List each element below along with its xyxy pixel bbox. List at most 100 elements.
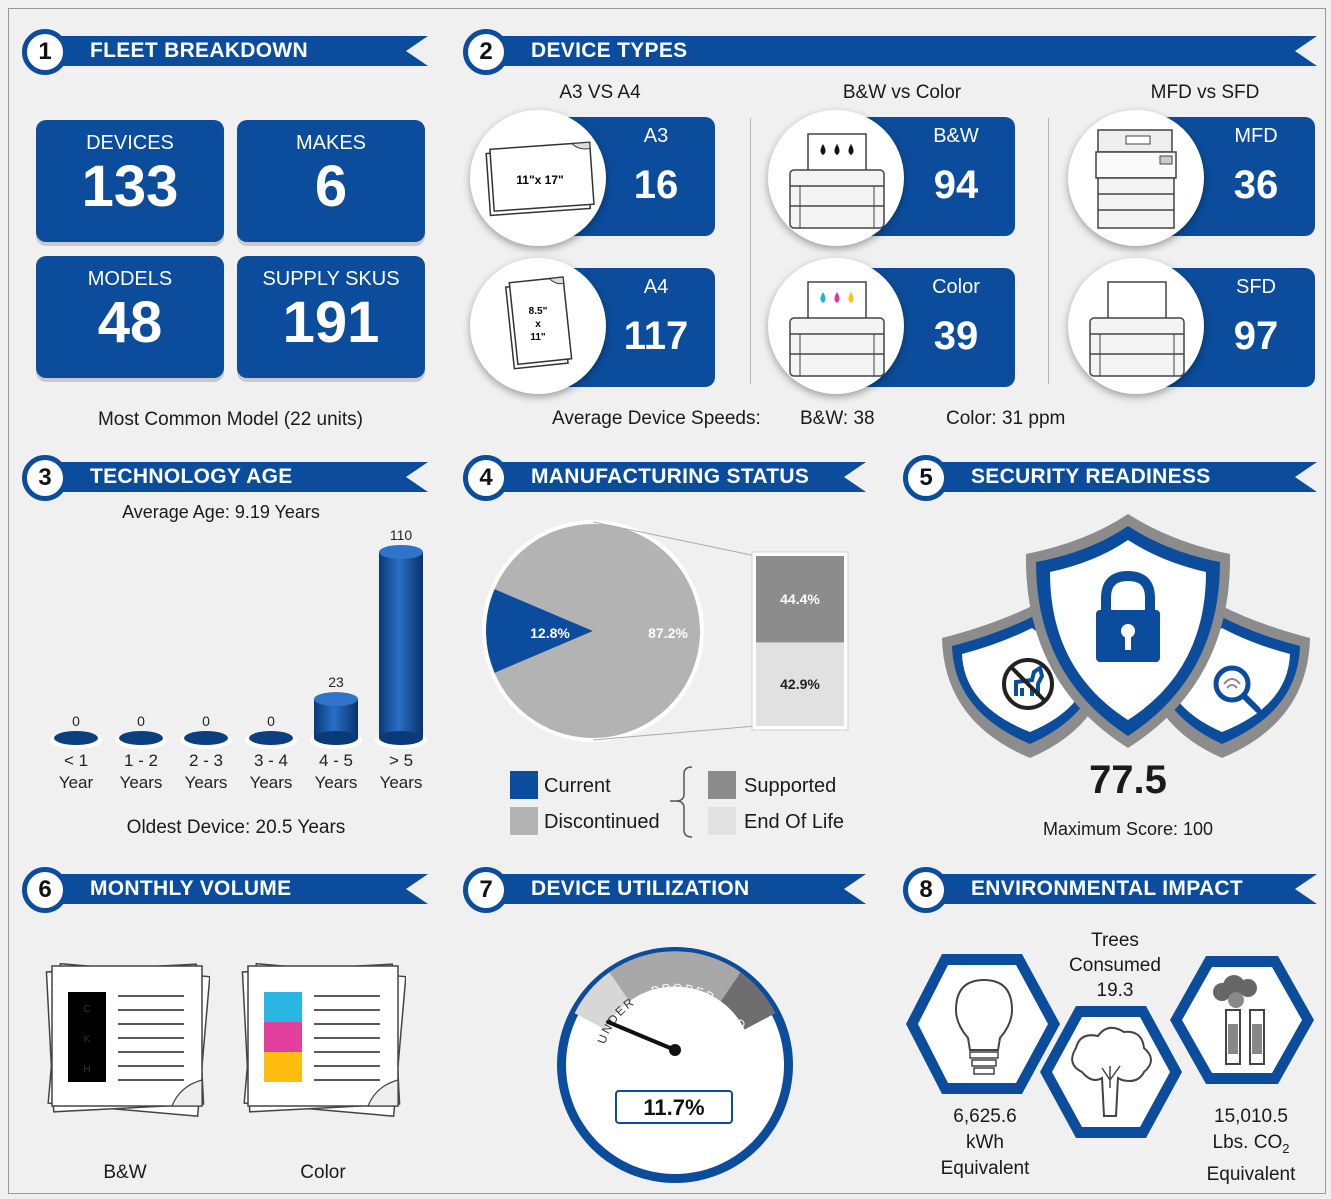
legend-swatch-supported [708,771,736,799]
gauge-value: 11.7% [643,1095,704,1120]
bar [379,552,423,738]
utilization-gauge: UNDER PROPER OVER 11.7% [557,947,793,1183]
tile-label: MODELS [87,268,173,290]
section-number: 7 [463,867,509,913]
bar-bottom [379,731,423,745]
security-max-score: Maximum Score: 100 [1042,819,1214,839]
legend-discontinued: Discontinued [544,811,660,833]
bar-value-label: 0 [202,713,210,729]
tile-value: 39 [933,314,979,358]
manufacturing-pie-chart: 12.8%87.2%44.4%42.9% [482,520,849,742]
avg-speeds-label: Average Device Speeds: [552,408,761,429]
column-divider [750,118,751,384]
section-number: 8 [903,867,949,913]
section-3-banner: TECHNOLOGY AGE 3 [22,455,428,501]
trees-line: Consumed [1069,955,1161,976]
section-6-banner: MONTHLY VOLUME 6 [22,867,428,913]
section-number: 6 [22,867,68,913]
trees-value: 19.3 [1096,980,1134,1001]
bar-bottom [314,731,358,745]
avg-speed-bw: B&W: 38 [800,408,875,429]
trees-line: Trees [1091,930,1139,951]
kwh-unit: kWh [966,1132,1004,1153]
sfd-printer-icon [1068,258,1204,394]
x-tick-label: < 1 [64,751,88,770]
factory-smokestack-icon [1170,956,1314,1084]
section-ribbon: DEVICE UTILIZATION [485,874,866,904]
gauge-needle [606,1020,677,1052]
tile-label: MAKES [295,132,367,154]
bar-value-label: 23 [328,674,344,690]
section-number: 4 [463,455,509,501]
legend-supported: Supported [744,775,837,797]
gauge-under-zone [574,972,630,1030]
co2-unit-text: Lbs. CO [1212,1132,1283,1153]
bar [249,731,293,745]
bar-value-label: 0 [267,713,275,729]
tree-icon [1040,1006,1182,1138]
legend-brace [670,766,693,838]
x-tick-label: 4 - 5 [319,751,353,770]
bar-top [379,545,423,559]
co2-subscript: 2 [1282,1140,1290,1156]
makes-tile: MAKES 6 [237,120,425,242]
tile-value: 16 [633,163,679,207]
kwh-value: 6,625.6 [953,1106,1017,1127]
lock-shield-icon [1025,514,1231,748]
bar [119,731,163,745]
section-number: 2 [463,29,509,75]
x-tick-label: Years [315,773,358,792]
environment-hexagons [906,954,1314,1138]
a3-vs-a4-heading: A3 VS A4 [559,82,641,103]
gauge-proper-zone [609,951,741,1002]
tile-value: 97 [1233,314,1279,358]
bar-value-label: 0 [137,713,145,729]
models-tile: MODELS 48 [36,256,224,378]
pie-label-current: 12.8% [530,625,570,641]
paper-a4-icon: 8.5" x 11" [470,258,606,394]
bar [184,731,228,745]
security-shields-graphic [942,514,1310,758]
x-tick-label: Years [380,773,423,792]
x-tick-label: Years [185,773,228,792]
section-4-banner: MANUFACTURING STATUS 4 [463,455,866,501]
bw-printer-icon [768,110,904,246]
section-ribbon: FLEET BREAKDOWN [44,36,428,66]
section-ribbon: MONTHLY VOLUME [44,874,428,904]
co2-value: 15,010.5 [1214,1106,1288,1127]
swatch-letter: H [83,1064,90,1075]
swatch-letter: K [84,1034,91,1045]
tile-value: 117 [623,314,689,358]
tile-label: MFD [1234,125,1278,147]
avg-speed-color: Color: 31 ppm [946,408,1066,429]
section-number: 1 [22,29,68,75]
x-tick-label: 2 - 3 [189,751,223,770]
section-ribbon: DEVICE TYPES [485,36,1317,66]
a3-size-text: 11"x 17" [516,173,563,187]
co2-label: 15,010.5 Lbs. CO2 Equivalent [1186,1104,1316,1188]
paper-a3-icon: 11"x 17" [470,110,606,246]
section-title: DEVICE TYPES [531,39,688,62]
legend-current: Current [544,775,611,797]
security-score: 77.5 [1089,758,1167,802]
tile-label: SFD [1236,276,1276,298]
section-8-banner: ENVIRONMENTAL IMPACT 8 [903,867,1317,913]
x-tick-label: Years [120,773,163,792]
section-title: DEVICE UTILIZATION [531,877,750,900]
x-tick-label: 1 - 2 [124,751,158,770]
legend-swatch-end-of-life [708,807,736,835]
section-title: ENVIRONMENTAL IMPACT [971,877,1243,900]
tile-label: A3 [643,125,669,147]
section-title: MANUFACTURING STATUS [531,465,810,488]
bar [54,731,98,745]
tile-label: Color [932,276,980,298]
legend-end-of-life: End Of Life [744,811,845,833]
mfd-vs-sfd-heading: MFD vs SFD [1150,82,1260,103]
tile-value: 94 [933,163,979,207]
supply-skus-tile: SUPPLY SKUS 191 [237,256,425,378]
section-title: MONTHLY VOLUME [90,877,292,900]
average-age: Average Age: 9.19 Years [122,502,320,522]
a4-size-line: x [535,319,541,330]
section-1-banner: FLEET BREAKDOWN 1 [22,29,428,75]
tile-label: SUPPLY SKUS [262,268,400,290]
